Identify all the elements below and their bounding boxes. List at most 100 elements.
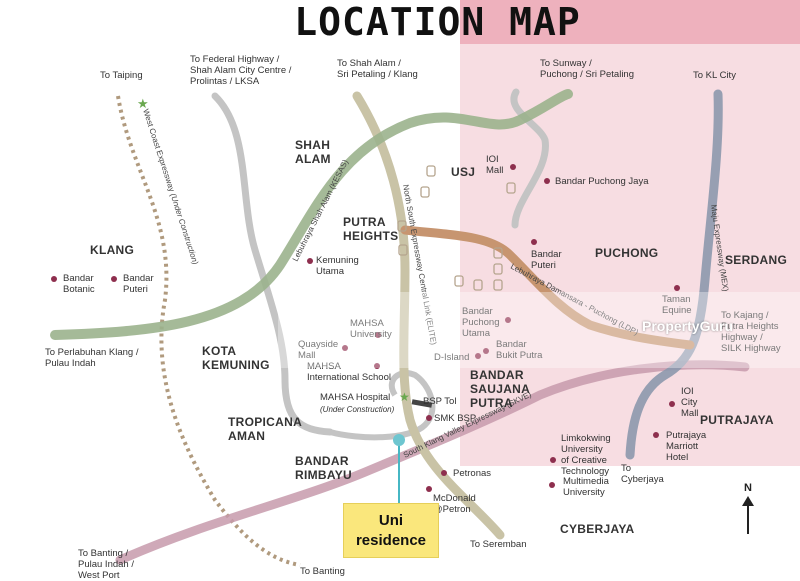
destination-label: To Shah Alam / Sri Petaling / Klang	[337, 58, 418, 80]
poi-dot	[475, 353, 481, 359]
place-label: Limkokwing University of Creative Techno…	[561, 433, 611, 477]
destination-label: To KL City	[693, 70, 736, 81]
uni-residence-label: Uni residence	[343, 503, 439, 558]
poi-dot	[544, 178, 550, 184]
residence-marker-icon	[393, 434, 405, 446]
destination-label: To Seremban	[470, 539, 527, 550]
area-label: BANDAR RIMBAYU	[295, 454, 352, 482]
kesas-road-label: Lebuhraya Shah Alam (KESAS)	[291, 158, 350, 263]
place-label: Multimedia University	[563, 476, 609, 498]
train-icon	[420, 186, 430, 198]
poi-dot	[374, 363, 380, 369]
place-label: McDonald @Petron	[433, 493, 476, 515]
pink-zone	[460, 44, 800, 466]
area-label: KOTA KEMUNING	[202, 344, 270, 372]
place-label: MAHSA University	[350, 318, 392, 340]
poi-dot	[531, 239, 537, 245]
area-label: USJ	[451, 165, 476, 179]
area-label: PUCHONG	[595, 246, 659, 260]
area-label: BANDAR SAUJANA PUTRA	[470, 368, 531, 410]
place-label: MAHSA International School	[307, 361, 391, 383]
place-label: Bandar Puteri	[123, 273, 154, 295]
area-label: KLANG	[90, 243, 135, 257]
place-label: MAHSA Hospital	[320, 392, 391, 403]
watermark-logo: PropertyGuru	[642, 318, 734, 334]
train-icon	[506, 182, 516, 194]
star-icon: ★	[399, 390, 410, 404]
place-label: Quayside Mall	[298, 339, 339, 361]
train-icon	[397, 220, 407, 232]
destination-label: To Banting	[300, 566, 345, 577]
place-label: IOI City Mall	[681, 386, 699, 419]
skve-expressway	[115, 360, 750, 565]
poi-dot	[674, 285, 680, 291]
poi-dot	[483, 348, 489, 354]
kesas-highway	[50, 89, 573, 340]
place-label: Bandar Botanic	[63, 273, 95, 295]
place-label: Bandar Puteri	[531, 249, 562, 271]
poi-dot	[510, 164, 516, 170]
poi-dot	[550, 457, 556, 463]
area-label: PUTRAJAYA	[700, 413, 774, 427]
train-icon	[493, 279, 503, 291]
place-label: Taman Equine	[662, 294, 692, 316]
place-label: Petronas	[453, 468, 492, 479]
destination-label: To Kajang / Putra Heights Highway / SILK…	[721, 310, 781, 354]
poi-dot	[307, 258, 313, 264]
poi-dot	[653, 432, 659, 438]
federal-highway-road	[211, 92, 334, 436]
place-label: Bandar Puchong Jaya	[555, 176, 649, 187]
pink-title-band	[460, 0, 800, 44]
area-label: SERDANG	[725, 253, 788, 267]
sunway-puchong-road	[510, 88, 549, 229]
west-coast-road-label: West Coast Expressway (Under Constructio…	[141, 108, 200, 266]
area-label: CYBERJAYA	[560, 522, 635, 536]
train-icon	[473, 279, 483, 291]
train-icon	[493, 247, 503, 259]
poi-dot	[51, 276, 57, 282]
area-label: TROPICANA AMAN	[228, 415, 303, 443]
poi-dot	[441, 470, 447, 476]
destination-label: To Sunway / Puchong / Sri Petaling	[540, 58, 635, 80]
poi-dot	[375, 332, 381, 338]
destination-label: To Cyberjaya	[621, 463, 664, 485]
north-arrow-icon: N	[738, 482, 758, 538]
place-label: Bandar Bukit Putra	[496, 339, 543, 361]
train-icon	[398, 244, 408, 256]
train-icon	[454, 275, 464, 287]
area-label: PUTRA HEIGHTS	[343, 215, 399, 243]
place-label: D-Island	[434, 352, 470, 363]
area-label: SHAH ALAM	[295, 138, 331, 166]
place-label: Bandar Puchong Utama	[462, 306, 500, 339]
train-icon	[426, 165, 436, 177]
poi-dot	[342, 345, 348, 351]
destination-label: To Perlabuhan Klang / Pulau Indah	[45, 347, 139, 369]
north-label: N	[744, 482, 752, 494]
poi-dot	[111, 276, 117, 282]
bsp-loop-road	[329, 370, 436, 441]
ldp-highway	[400, 225, 695, 350]
map-title: LOCATION MAP	[294, 0, 581, 44]
watermark-band	[278, 292, 800, 368]
train-icon	[493, 263, 503, 275]
place-label: Kemuning Utama	[316, 255, 359, 277]
toll-gate-icon	[411, 399, 433, 408]
destination-label: To Banting / Pulau Indah / West Port	[78, 548, 134, 581]
poi-dot	[549, 482, 555, 488]
destination-label: To Taiping	[100, 70, 143, 81]
poi-dot	[426, 415, 432, 421]
place-label: IOI Mall	[486, 154, 504, 176]
nse-central-link	[352, 91, 505, 540]
place-label: BSP Tol	[423, 396, 457, 407]
destination-label: To Federal Highway / Shah Alam City Cent…	[190, 54, 292, 87]
place-label-note: (Under Construction)	[320, 405, 395, 414]
west-coast-expressway	[116, 95, 301, 567]
place-label: SMK BSP	[434, 413, 477, 424]
star-icon: ★	[137, 96, 149, 111]
poi-dot	[669, 401, 675, 407]
mex-expressway	[625, 89, 723, 460]
poi-dot	[505, 317, 511, 323]
place-label: Putrajaya Marriott Hotel	[666, 430, 707, 463]
poi-dot	[426, 486, 432, 492]
